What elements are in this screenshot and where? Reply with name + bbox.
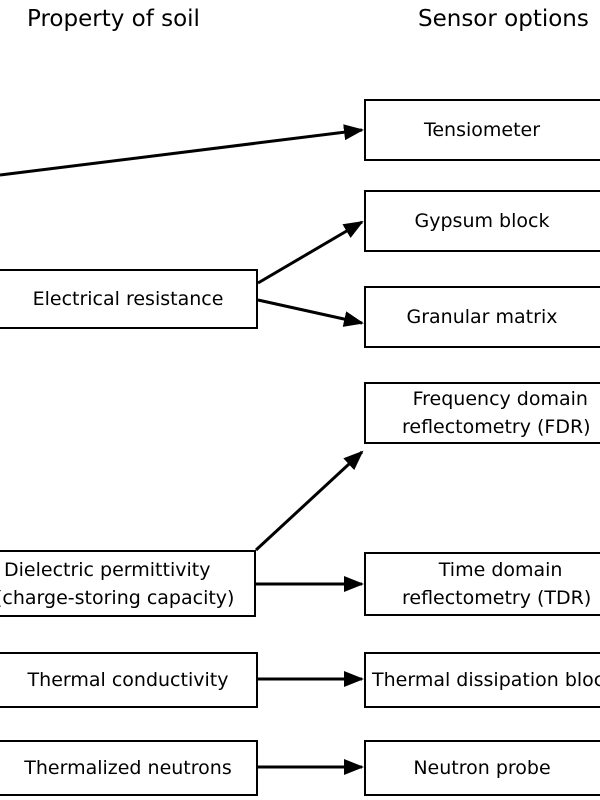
sensor-granular-matrix: Granular matrix [364, 286, 600, 348]
column-header-sensor: Sensor options [418, 6, 589, 32]
sensor-label-line2: reflectometry (FDR) [402, 416, 591, 438]
property-label: Thermalized neutrons [24, 757, 232, 779]
sensor-label-line1: Time domain [438, 559, 563, 581]
property-electrical-resistance: Electrical resistance [0, 269, 258, 329]
property-label: Electrical resistance [32, 288, 224, 310]
sensor-tensiometer: Tensiometer [364, 99, 600, 161]
sensor-label: Granular matrix [406, 306, 558, 328]
column-header-property: Property of soil [27, 6, 200, 32]
sensor-label-line1: Frequency domain [412, 388, 588, 410]
sensor-fdr: Frequency domain reflectometry (FDR) [364, 382, 600, 444]
sensor-label: Tensiometer [423, 119, 541, 141]
property-thermal-conductivity: Thermal conductivity [0, 652, 258, 708]
arrow-electrical-to-gypsum [257, 220, 364, 285]
arrow-dielectric-to-fdr [254, 450, 364, 552]
sensor-label: Gypsum block [414, 210, 550, 232]
sensor-tdr: Time domain reflectometry (TDR) [364, 552, 600, 616]
property-label-line1: Dielectric permittivity [4, 558, 211, 581]
sensor-gypsum-block: Gypsum block [364, 190, 600, 252]
property-label: Thermal conductivity [27, 669, 229, 691]
arrow-to-tensiometer [0, 124, 364, 177]
sensor-neutron-probe: Neutron probe [364, 740, 600, 796]
property-label-line2: (charge-storing capacity) [0, 586, 235, 609]
property-thermalized-neutrons: Thermalized neutrons [0, 740, 258, 796]
sensor-label: Thermal dissipation block [372, 669, 600, 691]
sensor-label: Neutron probe [413, 757, 551, 779]
property-dielectric-permittivity: Dielectric permittivity (charge-storing … [0, 550, 256, 617]
sensor-thermal-dissipation-block: Thermal dissipation block [364, 652, 600, 708]
sensor-label-line2: reflectometry (TDR) [402, 587, 592, 609]
arrow-electrical-to-granular [257, 298, 364, 327]
